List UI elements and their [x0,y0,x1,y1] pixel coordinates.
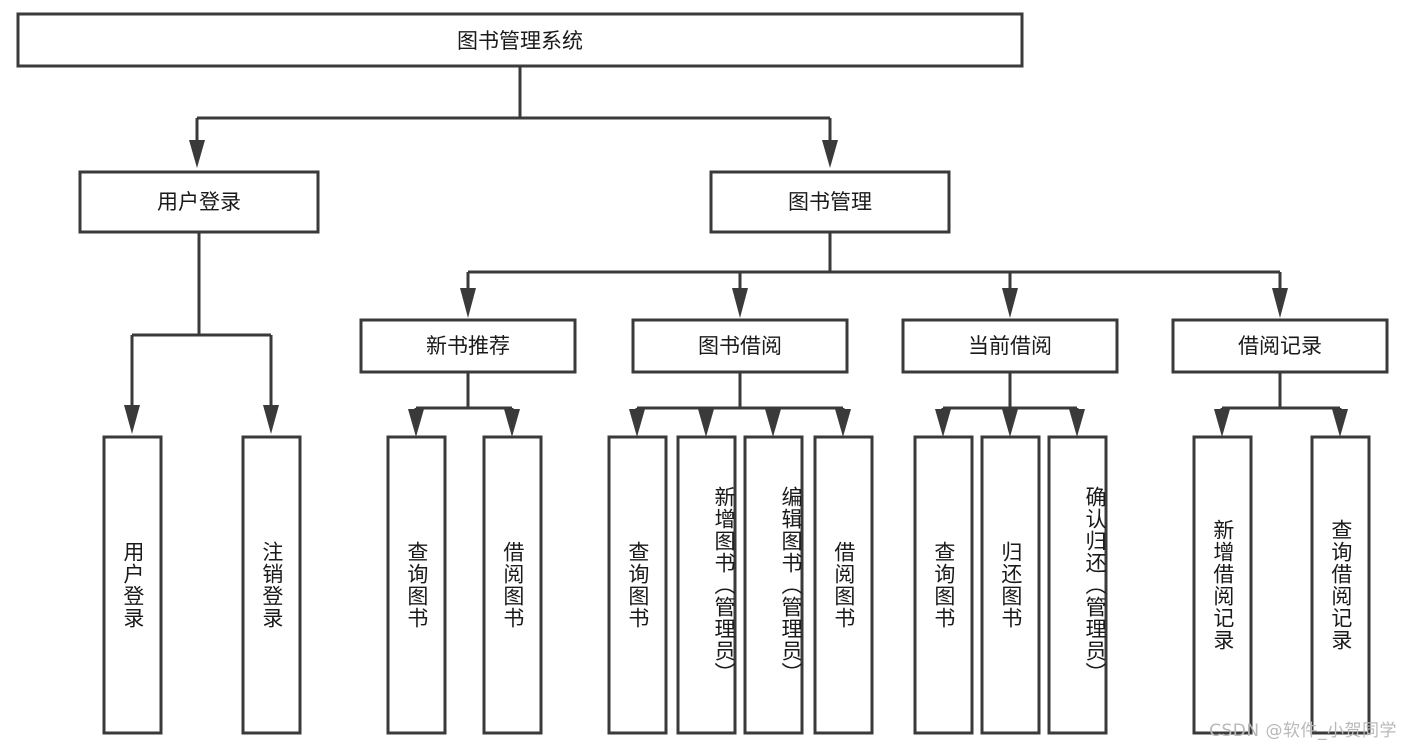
leaf-box-borrow-record-1[interactable] [1310,435,1371,735]
arrow-bookborrow-leaf-0 [629,409,645,437]
arrow-userlogin-leaf-0 [124,405,140,434]
arrow-newbook-leaf-0 [408,409,424,437]
node-label-root: 图书管理系统 [457,29,583,53]
arrow-newbook-leaf-1 [504,409,520,437]
leaf-box-user-login-0[interactable] [102,435,163,735]
node-label-book-manage: 图书管理 [788,190,872,214]
arrow-bookmanage-l2-1 [732,288,748,318]
node-box-new-book-rec[interactable] [359,318,577,374]
leaf-box-current-borrow-1[interactable] [980,435,1041,735]
arrow-userlogin-leaf-1 [263,405,279,434]
node-label-current-borrow: 当前借阅 [968,334,1052,358]
leaf-box-book-borrow-0[interactable] [607,435,668,735]
leaf-box-new-book-0[interactable] [386,435,447,735]
arrow-borrowrecord-leaf-1 [1332,409,1348,437]
leaf-box-book-borrow-1[interactable] [676,435,737,735]
arrow-currentborrow-leaf-0 [935,409,951,437]
leaf-box-current-borrow-0[interactable] [913,435,974,735]
node-label-user-login: 用户登录 [157,190,241,214]
node-label-new-book-rec: 新书推荐 [426,334,510,358]
leaf-box-book-borrow-2[interactable] [743,435,804,735]
arrow-bookborrow-leaf-1 [698,409,714,437]
arrow-bookmanage-l2-0 [460,288,476,318]
arrow-currentborrow-leaf-2 [1069,409,1085,437]
node-label-borrow-record: 借阅记录 [1238,334,1322,358]
node-box-book-manage[interactable] [709,170,951,234]
leaf-box-new-book-1[interactable] [482,435,543,735]
watermark-text: CSDN @软件_小贺同学 [1209,721,1397,741]
leaf-box-borrow-record-0[interactable] [1192,435,1253,735]
arrow-bookborrow-leaf-2 [765,409,781,437]
arrow-borrowrecord-leaf-0 [1214,409,1230,437]
node-box-current-borrow[interactable] [901,318,1119,374]
node-box-borrow-record[interactable] [1171,318,1389,374]
node-box-root[interactable] [16,12,1024,68]
node-label-book-borrow: 图书借阅 [698,334,782,358]
arrow-root-to-l1-1 [822,140,838,168]
leaf-box-current-borrow-2[interactable] [1047,435,1108,735]
leaf-box-user-login-1[interactable] [241,435,302,735]
leaf-box-book-borrow-3[interactable] [813,435,874,735]
arrow-currentborrow-leaf-1 [1002,409,1018,437]
node-box-book-borrow[interactable] [631,318,849,374]
arrow-bookmanage-l2-3 [1272,288,1288,318]
arrow-bookmanage-l2-2 [1002,288,1018,318]
arrow-root-to-l1-0 [189,140,205,168]
arrow-bookborrow-leaf-3 [835,409,851,437]
